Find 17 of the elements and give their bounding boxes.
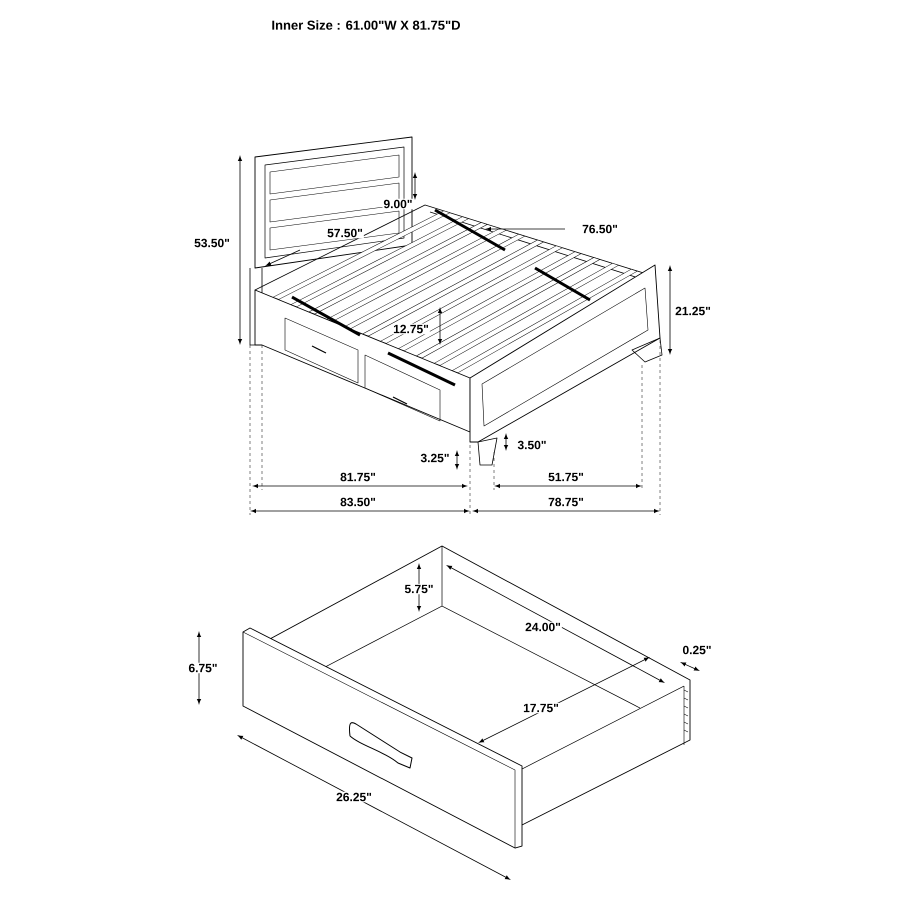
dimension-label: 24.00": [524, 622, 562, 632]
dimension-label: 83.50": [339, 496, 377, 508]
dimension-label: 78.75": [547, 496, 585, 508]
dimension-label: 26.25": [335, 792, 373, 802]
dimension-label: 3.50": [516, 440, 548, 450]
dimension-label: 57.50": [326, 228, 364, 238]
dimension-label: 76.50": [581, 224, 619, 234]
dimension-label: 81.75": [339, 472, 377, 482]
dimension-label: 6.75": [187, 662, 219, 674]
dimension-label: 17.75": [522, 702, 560, 714]
dimension-label: 21.25": [674, 306, 712, 316]
dimension-label: 51.75": [547, 472, 585, 482]
dimension-label: 0.25": [681, 644, 713, 656]
dimension-label: 12.75": [392, 324, 430, 334]
dimension-label: 3.25": [419, 452, 451, 464]
dimension-label: 53.50": [193, 238, 231, 248]
title: Inner Size : 61.00"W X 81.75"D: [272, 20, 460, 30]
